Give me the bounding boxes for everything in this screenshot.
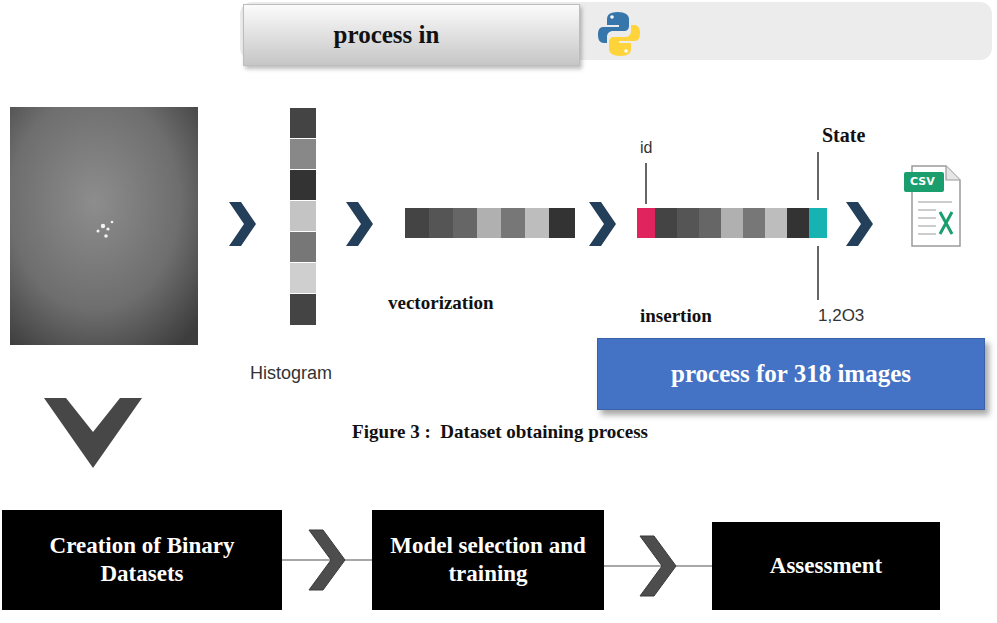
process-box: process for 318 images xyxy=(597,338,985,410)
annotation-label: Histogram xyxy=(250,363,332,384)
chevron-head xyxy=(640,536,676,596)
box-text: process in xyxy=(334,20,440,50)
leader-lines xyxy=(646,152,818,300)
stage-box: Model selection and training xyxy=(372,510,604,610)
python-logo xyxy=(598,12,640,56)
stage-box: Assessment xyxy=(712,522,940,610)
connector-line xyxy=(604,565,712,567)
annotation-label: CSV xyxy=(910,175,935,188)
box-text: Model selection and training xyxy=(388,532,588,587)
chevron-head xyxy=(309,530,345,590)
process-box: process in xyxy=(243,4,580,66)
annotation-label: insertion xyxy=(640,305,712,327)
csv-file-icon xyxy=(904,166,960,246)
feature-vector xyxy=(405,208,575,238)
flow-arrow xyxy=(282,530,372,590)
flow-arrow xyxy=(604,536,712,596)
box-text: Assessment xyxy=(770,552,882,580)
stage-box: Creation of Binary Datasets xyxy=(2,510,282,610)
labeled-vector xyxy=(637,208,827,238)
annotation-label: id xyxy=(640,139,652,157)
figure-caption: Figure 3 : Dataset obtaining process xyxy=(250,421,750,443)
histogram-strip xyxy=(290,108,316,325)
mammogram-image xyxy=(10,107,198,345)
box-text: Creation of Binary Datasets xyxy=(22,532,262,587)
annotation-label: vectorization xyxy=(388,292,494,314)
calcifications xyxy=(97,221,114,238)
down-chevron xyxy=(44,398,142,468)
connector-line xyxy=(282,559,372,561)
flow-chevrons xyxy=(229,202,873,246)
annotation-label: State xyxy=(822,124,865,147)
box-text: process for 318 images xyxy=(671,359,911,389)
annotation-label: 1,2O3 xyxy=(818,306,864,326)
